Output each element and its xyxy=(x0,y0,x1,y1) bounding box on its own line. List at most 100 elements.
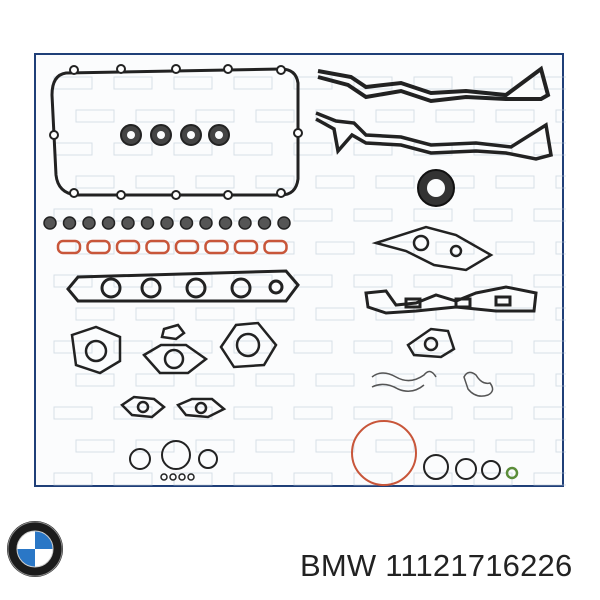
watermark-stamp xyxy=(293,142,333,156)
watermark-stamp xyxy=(135,307,175,321)
watermark-stamp xyxy=(353,340,393,354)
watermark-stamp xyxy=(315,241,355,255)
watermark-stamp xyxy=(413,472,453,486)
watermark-stamp xyxy=(315,175,355,189)
valve-stem-seal xyxy=(238,216,252,230)
injector-seals xyxy=(120,124,230,146)
watermark-stamp xyxy=(233,340,273,354)
watermark-stamp xyxy=(353,274,393,288)
watermark-stamp xyxy=(53,76,93,90)
watermark-stamp xyxy=(495,175,535,189)
watermark-stamp xyxy=(233,472,273,486)
watermark-stamp xyxy=(413,274,453,288)
watermark-stamp xyxy=(173,208,213,222)
watermark-stamp xyxy=(75,175,115,189)
watermark-stamp xyxy=(353,208,393,222)
part-caption: BMW 11121716226 xyxy=(300,548,572,584)
valve-cover-bolt-holes xyxy=(49,64,303,200)
watermark-stamp xyxy=(375,109,415,123)
watermark-stamp xyxy=(315,373,355,387)
valve-stem-seal xyxy=(199,216,213,230)
valve-stem-seal xyxy=(43,216,57,230)
product-photo xyxy=(34,53,566,487)
watermark-stamp xyxy=(75,439,115,453)
watermark-stamp xyxy=(255,307,295,321)
watermark-stamp xyxy=(555,439,566,453)
watermark-stamp xyxy=(75,373,115,387)
watermark-stamp xyxy=(233,406,273,420)
watermark-stamp xyxy=(173,406,213,420)
watermark-stamp xyxy=(413,406,453,420)
watermark-stamp xyxy=(255,373,295,387)
watermark-stamp xyxy=(255,439,295,453)
watermark-stamp xyxy=(53,142,93,156)
watermark-stamp xyxy=(555,175,566,189)
watermark-stamp xyxy=(173,76,213,90)
watermark-stamp xyxy=(293,208,333,222)
watermark-stamp xyxy=(233,208,273,222)
watermark-stamp xyxy=(315,307,355,321)
watermark-stamp xyxy=(233,274,273,288)
watermark-stamp xyxy=(233,142,273,156)
valve-stem-seal xyxy=(179,216,194,230)
valve-cover-gasket xyxy=(50,67,300,197)
valve-stem-seal xyxy=(218,216,233,230)
intake-port-gasket xyxy=(263,239,288,255)
watermark-stamp xyxy=(135,175,175,189)
watermark-stamp xyxy=(315,439,355,453)
watermark-stamp xyxy=(555,109,566,123)
large-o-ring xyxy=(351,420,417,486)
watermark-stamp xyxy=(435,439,475,453)
watermark-stamp xyxy=(435,109,475,123)
watermark-stamp xyxy=(435,241,475,255)
water-pump-gasket xyxy=(371,225,494,272)
watermark-stamp xyxy=(113,76,153,90)
watermark-stamp xyxy=(113,340,153,354)
valve-stem-seal xyxy=(121,216,135,230)
copper-washers xyxy=(160,473,195,481)
timing-cover-gasket-lower xyxy=(315,111,553,161)
watermark-stamp xyxy=(375,175,415,189)
brand-name: BMW xyxy=(300,548,377,583)
crankshaft-seal xyxy=(417,169,455,207)
watermark-stamp xyxy=(555,307,566,321)
watermark-stamp xyxy=(53,406,93,420)
watermark-stamp xyxy=(473,76,513,90)
intake-port-gasket xyxy=(115,239,141,255)
watermark-stamp xyxy=(473,208,513,222)
wire-seals xyxy=(371,370,494,397)
watermark-stamp xyxy=(495,439,535,453)
oil-cooler-gasket xyxy=(364,285,538,315)
egr-pipe-gaskets xyxy=(120,395,227,419)
intake-port-gasket xyxy=(233,239,259,255)
exhaust-manifold-gasket xyxy=(66,269,300,303)
watermark-stamp xyxy=(495,241,535,255)
watermark-stamp xyxy=(195,439,235,453)
valve-stem-seal xyxy=(101,216,116,230)
watermark-stamp xyxy=(413,340,453,354)
intake-port-gasket xyxy=(56,239,82,255)
watermark-stamp xyxy=(173,340,213,354)
watermark-stamp xyxy=(533,208,566,222)
watermark-stamp xyxy=(53,274,93,288)
watermark-stamp xyxy=(255,109,295,123)
watermark-stamp xyxy=(495,307,535,321)
intake-port-gasket xyxy=(86,239,111,255)
valve-stem-seal xyxy=(140,216,155,230)
valve-stem-seal xyxy=(257,216,272,230)
watermark-stamp xyxy=(533,142,566,156)
watermark-stamp xyxy=(375,439,415,453)
watermark-stamp xyxy=(53,472,93,486)
valve-stem-seal xyxy=(160,216,174,230)
watermark-stamp xyxy=(375,307,415,321)
watermark-stamp xyxy=(135,373,175,387)
watermark-stamp xyxy=(135,109,175,123)
watermark-stamp xyxy=(135,439,175,453)
green-o-ring xyxy=(505,466,519,480)
valve-stem-seal xyxy=(277,216,291,230)
gasket-set-illustration xyxy=(43,64,566,486)
watermark-stamp xyxy=(533,406,566,420)
watermark-stamp xyxy=(233,76,273,90)
watermark-stamp xyxy=(353,406,393,420)
part-number: 11121716226 xyxy=(385,548,573,583)
